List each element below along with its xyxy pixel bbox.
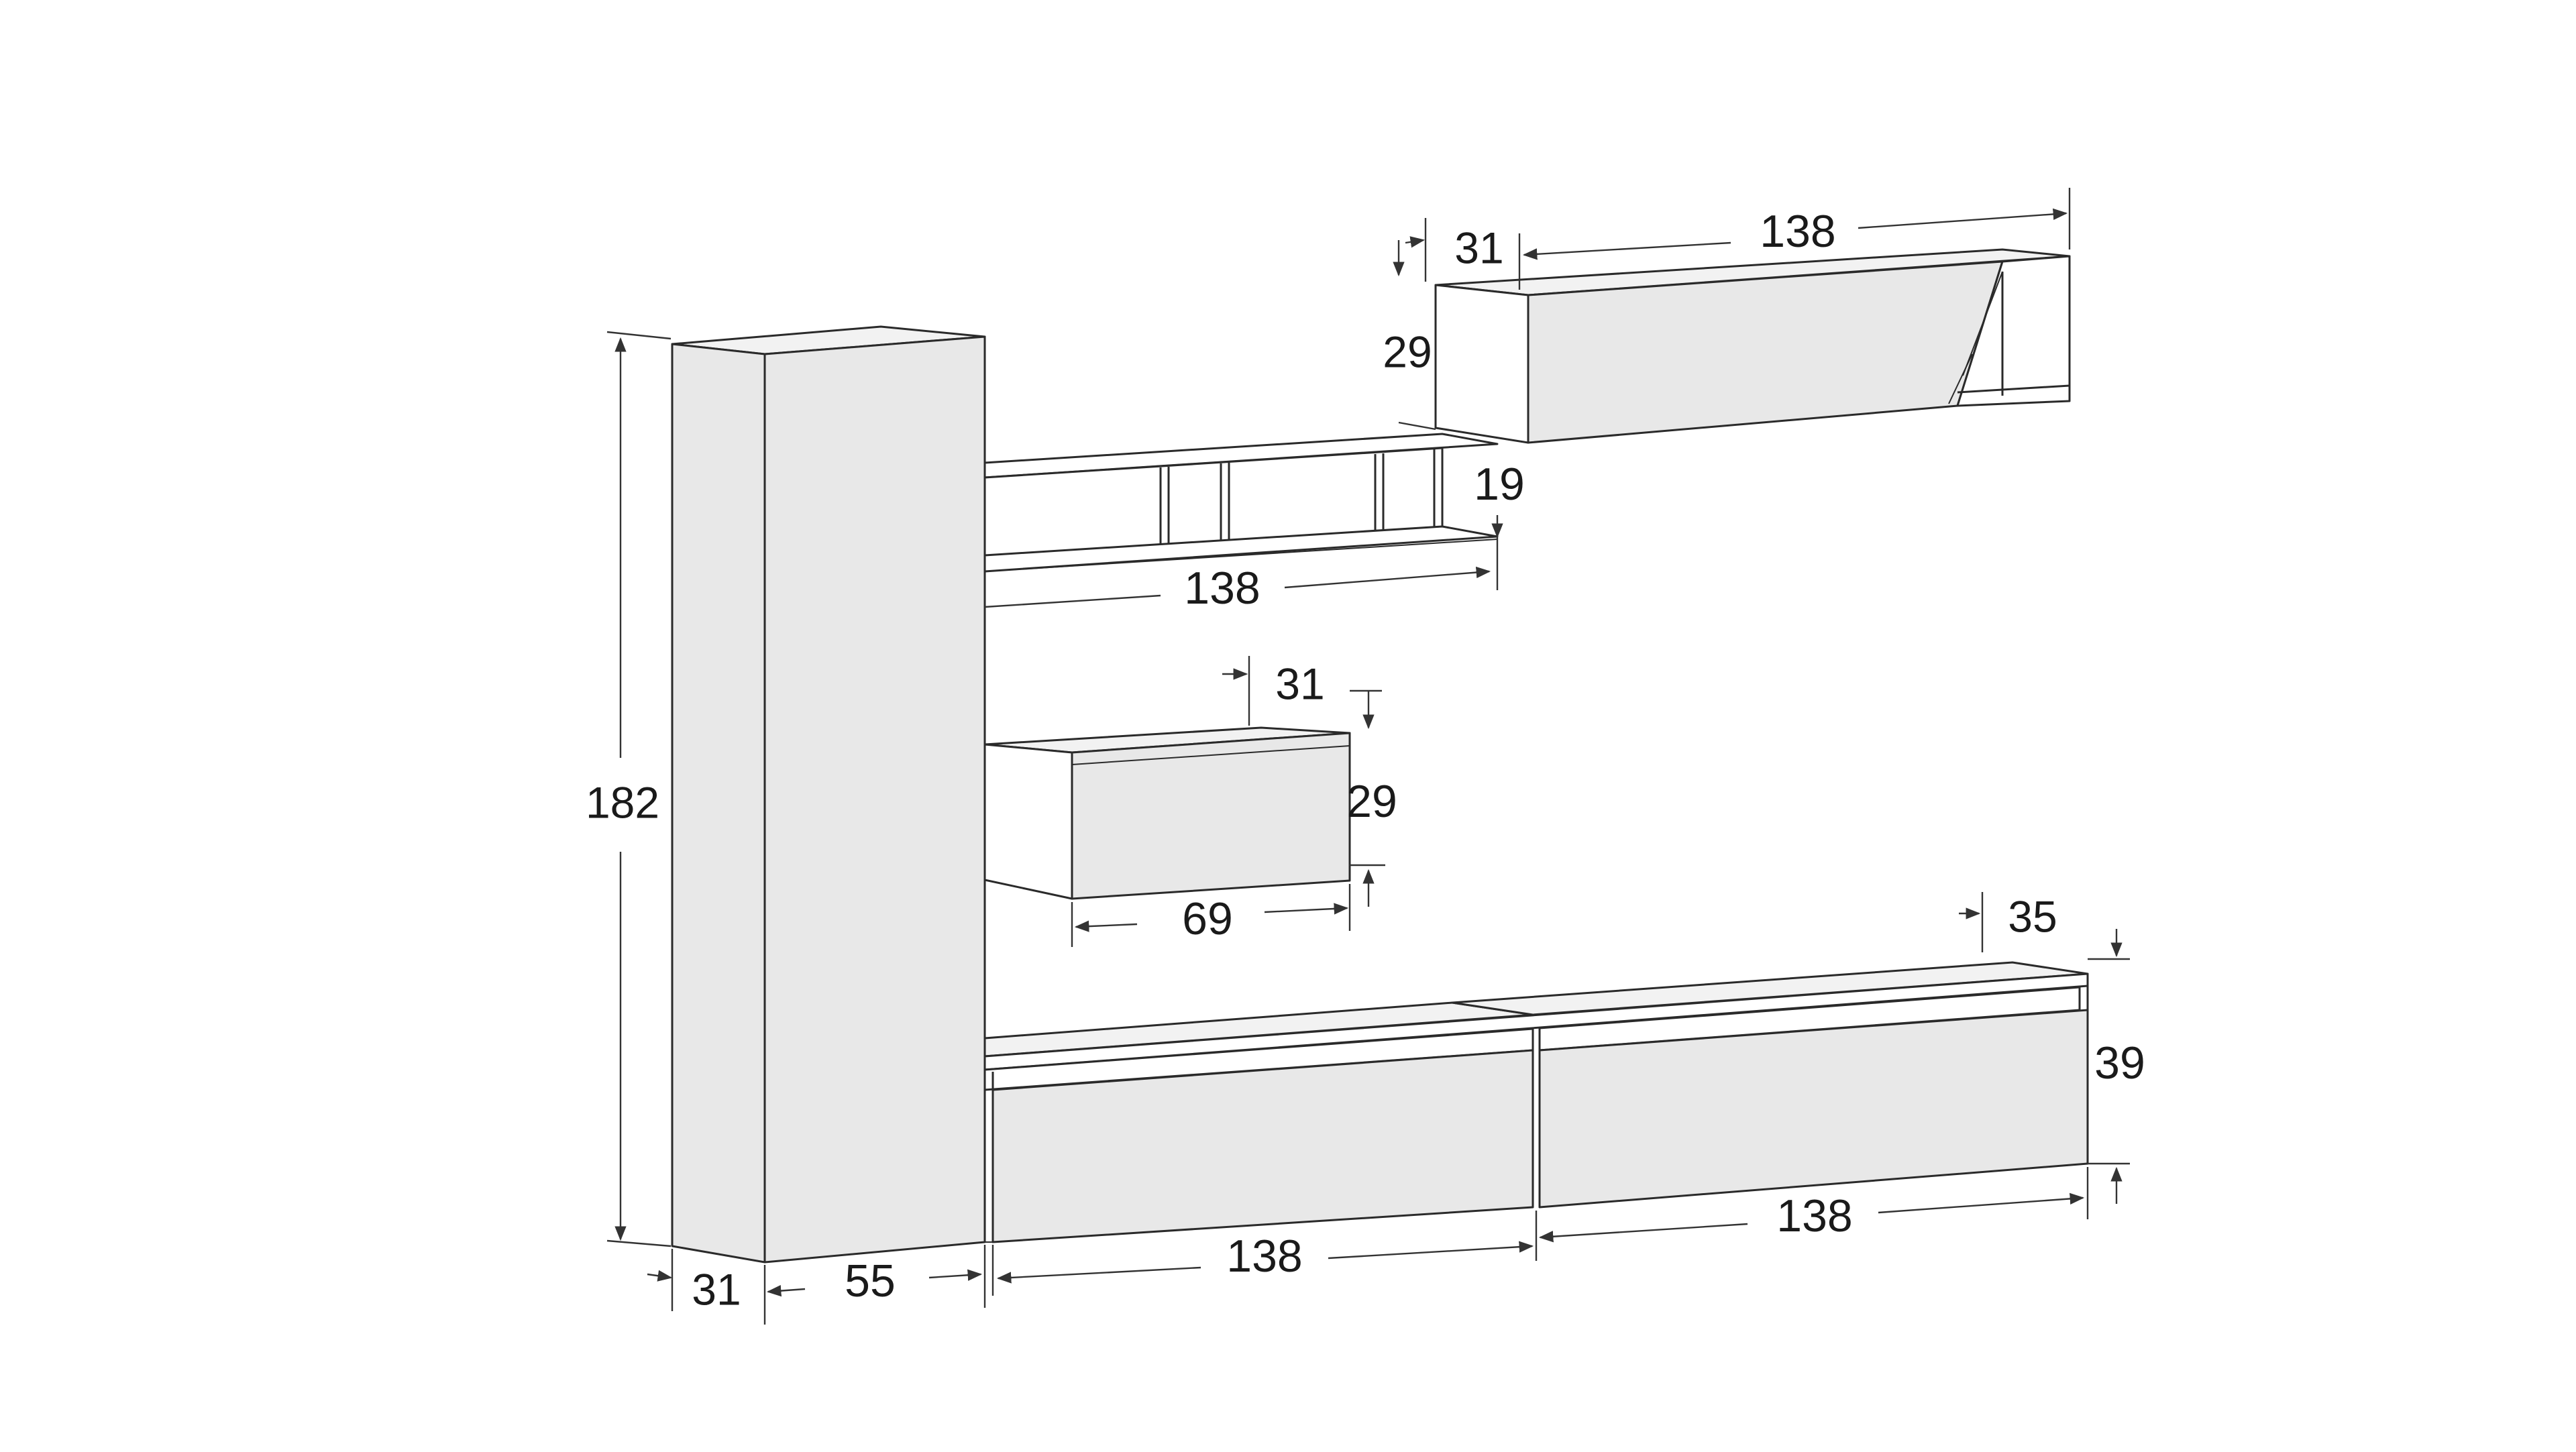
low-units (983, 961, 2089, 1243)
dimension-labels: 182 31 55 138 19 31 138 29 31 29 69 138 … (586, 206, 2145, 1314)
small-cabinet (983, 726, 1351, 900)
dimension-lines (606, 188, 2130, 1325)
upper-cabinet-height-label: 29 (1383, 327, 1432, 376)
upper-cabinet-right-open (1956, 255, 2071, 407)
upper-cabinet-width-label: 138 (1760, 206, 1835, 257)
tall-unit-side (671, 343, 766, 1264)
small-cabinet-width-label: 69 (1182, 893, 1233, 944)
low-unit-right-width-label: 138 (1776, 1190, 1852, 1241)
open-shelf (983, 433, 1499, 573)
open-shelf-height-label: 19 (1474, 459, 1525, 510)
tall-unit-height-label: 182 (586, 777, 659, 827)
tall-unit-front (763, 335, 986, 1264)
tall-unit-depth-label: 31 (692, 1264, 741, 1314)
small-cabinet-left-open (983, 743, 1073, 900)
tall-unit (671, 325, 986, 1264)
open-shelf-width-label: 138 (1184, 563, 1260, 614)
low-unit-left-width-label: 138 (1226, 1231, 1302, 1282)
upper-cabinet (1434, 248, 2071, 444)
open-shelf-top-board (983, 433, 1499, 479)
upper-cabinet-left-open (1434, 284, 1529, 444)
small-cabinet-height-label: 29 (1346, 776, 1397, 827)
small-cabinet-depth-label: 31 (1275, 659, 1324, 708)
small-cabinet-front (1071, 732, 1351, 900)
upper-cabinet-depth-label: 31 (1454, 223, 1503, 272)
low-unit-height-label: 39 (2094, 1038, 2145, 1088)
low-unit-depth-label: 35 (2008, 891, 2057, 941)
tall-unit-width-label: 55 (845, 1255, 896, 1306)
